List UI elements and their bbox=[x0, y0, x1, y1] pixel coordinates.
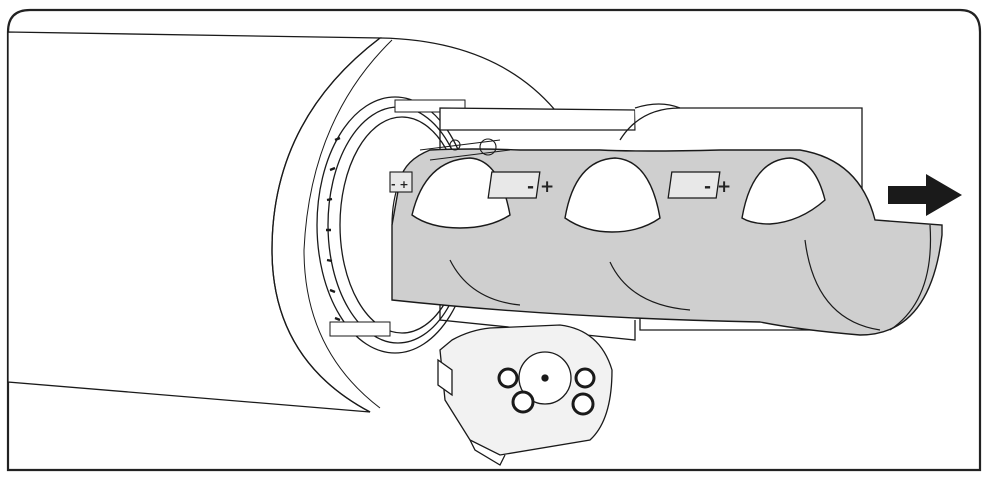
polarity-label-2: - + bbox=[704, 177, 731, 197]
flashlight-body bbox=[7, 31, 556, 413]
frame-border bbox=[6, 8, 982, 472]
screw-hole-3 bbox=[511, 390, 535, 414]
polarity-mark-1: - + bbox=[487, 171, 554, 199]
polarity-label-1: - + bbox=[527, 177, 554, 197]
screw-hole-1 bbox=[497, 367, 519, 389]
slot-opening-2 bbox=[564, 157, 661, 233]
contact-springs bbox=[419, 138, 511, 161]
arrow-right-icon bbox=[888, 174, 962, 216]
slot-opening-1 bbox=[411, 157, 511, 229]
polarity-mark-2: - + bbox=[667, 171, 731, 199]
screw-hole-4 bbox=[571, 392, 595, 416]
polarity-mark-3: - + bbox=[389, 171, 413, 193]
screw-hole-2 bbox=[574, 367, 596, 389]
slot-opening-3 bbox=[741, 157, 826, 225]
polarity-label-3: - + bbox=[391, 178, 409, 191]
contact-module bbox=[437, 324, 613, 466]
